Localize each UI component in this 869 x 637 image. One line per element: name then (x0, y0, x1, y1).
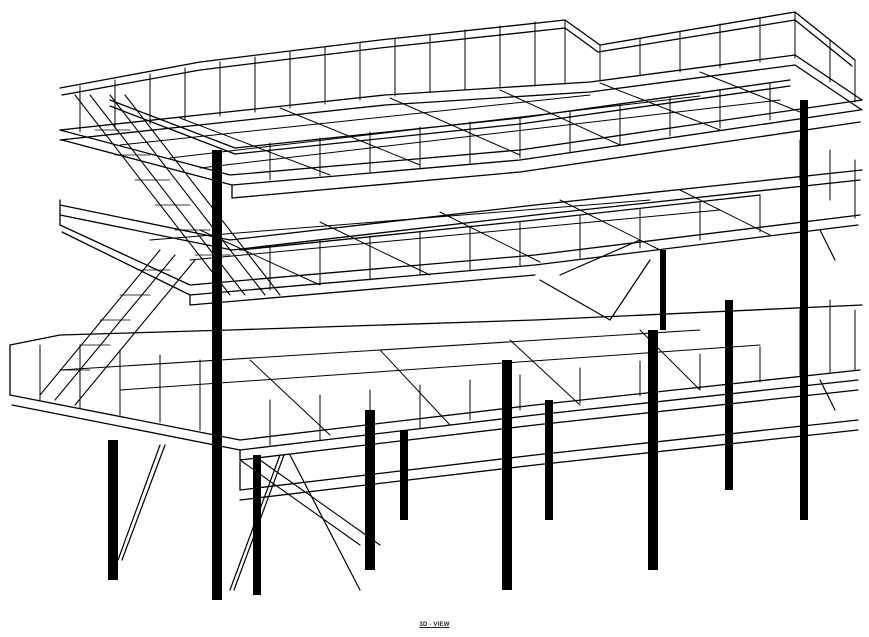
view-caption: 3D - VIEW (0, 622, 869, 628)
stairs (39, 94, 381, 546)
caption-text: 3D - VIEW (419, 622, 450, 628)
lower-deck (9, 299, 863, 501)
columns (108, 100, 836, 600)
upper-deck (59, 11, 863, 199)
middle-deck (59, 139, 863, 306)
structure-3d-drawing (9, 11, 863, 600)
